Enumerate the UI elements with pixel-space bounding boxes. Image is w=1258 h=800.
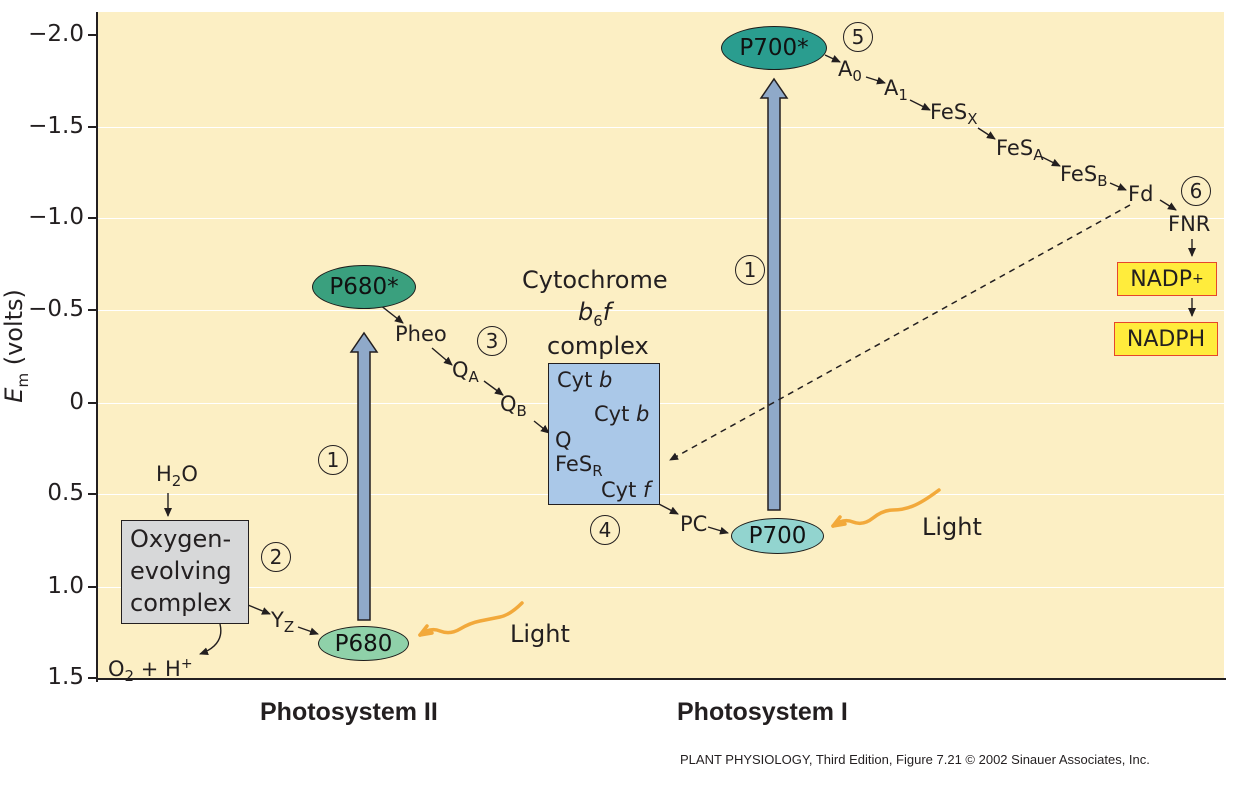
- y-tick: [88, 402, 97, 404]
- yz-label: YZ: [271, 608, 295, 637]
- gridline: [98, 587, 1224, 588]
- a1-label: A1: [884, 76, 908, 105]
- pc-label: PC: [680, 512, 708, 536]
- cytochrome-title-1: Cytochrome: [522, 266, 668, 294]
- gridline: [98, 127, 1224, 128]
- cytochrome-title-3: complex: [547, 332, 649, 360]
- y-tick: [88, 126, 97, 128]
- oec-line-2: evolving: [130, 557, 232, 585]
- nadph-box: NADPH: [1114, 322, 1218, 356]
- excitation-arrow-ps2: [349, 331, 379, 621]
- fesb-label: FeSB: [1060, 162, 1108, 191]
- oec-line-3: complex: [130, 589, 232, 617]
- p680-star-ellipse: P680*: [312, 265, 416, 309]
- p700-ellipse: P700: [731, 518, 824, 554]
- y-tick-label: 0: [69, 389, 84, 415]
- step-3: 3: [477, 326, 507, 356]
- h2o-label: H2O: [156, 462, 198, 491]
- step-2: 2: [261, 542, 291, 572]
- y-tick: [88, 217, 97, 219]
- light-label-ps1: Light: [922, 513, 982, 541]
- cytochrome-b6f-box: Cyt b Cyt b Q FeSR Cyt f: [548, 363, 660, 505]
- qb-label: QB: [500, 392, 527, 421]
- gridline: [98, 403, 1224, 404]
- oec-line-1: Oxygen-: [130, 525, 232, 553]
- cyclic-flow-arrow: [669, 204, 1131, 461]
- light-wave-ps1: [831, 488, 941, 528]
- a0-label: A0: [838, 57, 862, 86]
- nadp-box: NADP+: [1117, 262, 1217, 296]
- cyt-b-1: Cyt b: [557, 368, 613, 392]
- step-4: 4: [590, 515, 620, 545]
- y-tick-label: −2.0: [28, 21, 84, 47]
- y-axis: [96, 12, 98, 682]
- fesx-label: FeSX: [930, 100, 978, 129]
- y-tick: [88, 493, 97, 495]
- y-tick-label: 1.0: [47, 573, 84, 599]
- step-6: 6: [1181, 176, 1211, 206]
- gridline: [98, 494, 1224, 495]
- photosystem-2-label: Photosystem II: [260, 698, 438, 726]
- fesa-label: FeSA: [996, 136, 1044, 165]
- p700-star-ellipse: P700*: [721, 26, 827, 70]
- step-5: 5: [843, 22, 873, 52]
- photosystem-1-label: Photosystem I: [677, 698, 848, 726]
- y-tick: [88, 34, 97, 36]
- fd-label: Fd: [1128, 182, 1154, 206]
- gridline: [98, 310, 1224, 311]
- cyt-f: Cyt f: [601, 478, 651, 502]
- o2-h-label: O2 + H+: [108, 656, 193, 686]
- step-1-ps2: 1: [318, 445, 348, 475]
- y-tick-label: −1.0: [28, 204, 84, 230]
- p680-ellipse: P680: [318, 626, 409, 661]
- y-tick-label: −1.5: [28, 113, 84, 139]
- cyt-b-2: Cyt b: [594, 402, 650, 426]
- fnr-label: FNR: [1168, 212, 1211, 236]
- y-tick: [88, 677, 97, 679]
- excitation-arrow-ps1: [759, 77, 789, 511]
- figure-credit: PLANT PHYSIOLOGY, Third Edition, Figure …: [680, 752, 1150, 767]
- y-tick: [88, 309, 97, 311]
- y-tick-label: 1.5: [47, 664, 84, 690]
- qa-label: QA: [452, 358, 479, 387]
- oxygen-evolving-complex: Oxygen- evolving complex: [121, 520, 249, 624]
- step-1-ps1: 1: [735, 255, 765, 285]
- q-label: Q: [555, 428, 572, 452]
- light-label-ps2: Light: [510, 620, 570, 648]
- y-tick: [88, 586, 97, 588]
- y-tick-label: 0.5: [47, 480, 84, 506]
- fes-r-label: FeSR: [555, 452, 603, 481]
- gridline: [98, 218, 1224, 219]
- light-wave-ps2: [418, 601, 524, 637]
- pheo-label: Pheo: [395, 322, 447, 346]
- cytochrome-title-2: b6f: [578, 298, 612, 330]
- x-axis: [96, 678, 1226, 680]
- y-tick-label: −0.5: [28, 296, 84, 322]
